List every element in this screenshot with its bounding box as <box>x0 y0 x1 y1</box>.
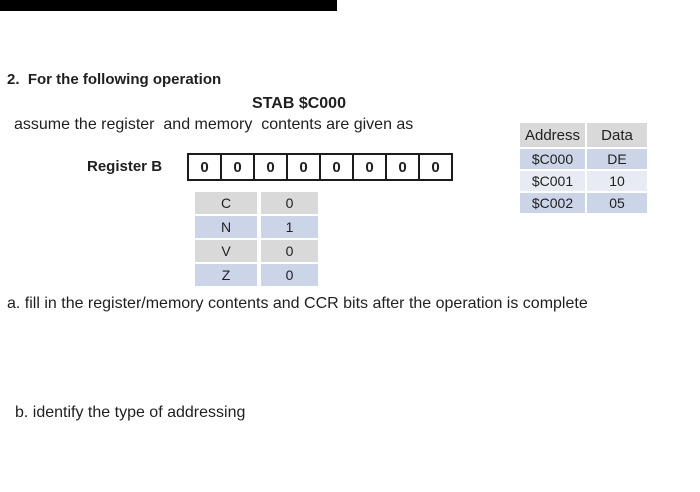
memory-row: $C002 05 <box>520 193 647 213</box>
ccr-flag-label: C <box>195 192 257 214</box>
question-number-line: 2. For the following operation <box>7 71 222 88</box>
part-a-text: a. fill in the register/memory contents … <box>7 295 588 312</box>
register-bit-cell: 0 <box>255 155 288 179</box>
ccr-flag-value: 0 <box>261 192 318 214</box>
ccr-flag-label: N <box>195 216 257 238</box>
memory-row: $C001 10 <box>520 171 647 191</box>
ccr-row-n: N 1 <box>195 216 318 238</box>
operation-code: STAB $C000 <box>252 95 346 112</box>
ccr-flag-value: 0 <box>261 240 318 262</box>
register-b-bit-row: 0 0 0 0 0 0 0 0 <box>187 153 453 181</box>
memory-address: $C000 <box>520 149 585 169</box>
register-bit-cell: 0 <box>189 155 222 179</box>
scan-artifact-bar <box>0 0 337 11</box>
ccr-row-v: V 0 <box>195 240 318 262</box>
memory-row: $C000 DE <box>520 149 647 169</box>
ccr-flag-value: 0 <box>261 264 318 286</box>
register-bit-cell: 0 <box>354 155 387 179</box>
data-column-header: Data <box>587 123 647 147</box>
assumption-line: assume the register and memory contents … <box>14 116 414 133</box>
part-b-text: b. identify the type of addressing <box>15 404 246 421</box>
address-column-header: Address <box>520 123 585 147</box>
ccr-row-c: C 0 <box>195 192 318 214</box>
register-bit-cell: 0 <box>321 155 354 179</box>
memory-table-header: Address Data <box>520 123 647 147</box>
memory-data: DE <box>587 149 647 169</box>
ccr-flag-value: 1 <box>261 216 318 238</box>
ccr-table: C 0 N 1 V 0 Z 0 <box>195 192 318 288</box>
ccr-row-z: Z 0 <box>195 264 318 286</box>
memory-table: Address Data $C000 DE $C001 10 $C002 05 <box>520 123 647 215</box>
register-bit-cell: 0 <box>387 155 420 179</box>
memory-data: 10 <box>587 171 647 191</box>
ccr-flag-label: V <box>195 240 257 262</box>
memory-address: $C001 <box>520 171 585 191</box>
register-bit-cell: 0 <box>222 155 255 179</box>
memory-address: $C002 <box>520 193 585 213</box>
memory-data: 05 <box>587 193 647 213</box>
register-bit-cell: 0 <box>288 155 321 179</box>
register-b-label: Register B <box>87 158 163 175</box>
ccr-flag-label: Z <box>195 264 257 286</box>
register-bit-cell: 0 <box>431 158 440 176</box>
